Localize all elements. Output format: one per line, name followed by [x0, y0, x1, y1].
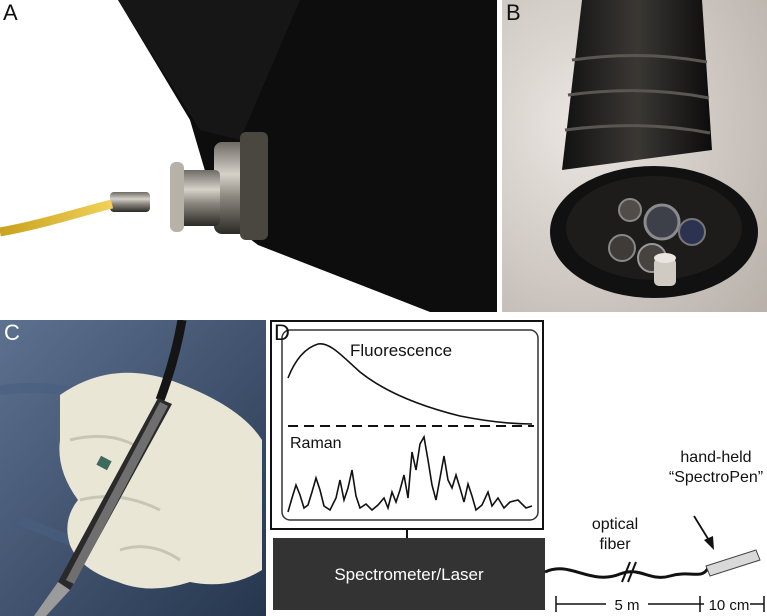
panel-c-image [0, 320, 266, 616]
fiber-length-label: 5 m [614, 597, 639, 614]
spectropen-label-line1: hand-held [680, 449, 751, 466]
pen-length-label: 10 cm [709, 597, 750, 614]
spectrometer-laser-label: Spectrometer/Laser [334, 565, 484, 584]
panel-label-d: D [274, 320, 290, 345]
optical-fiber [544, 567, 710, 579]
fiber-tip [110, 192, 150, 212]
spectrometer-laser-box [273, 538, 545, 610]
raman-label: Raman [290, 435, 342, 452]
connector-barrel [176, 170, 220, 226]
lens-1 [618, 198, 642, 222]
panel-label-b: B [506, 0, 521, 25]
panel-a-image [0, 0, 497, 312]
pen-cable [155, 320, 187, 402]
spectropen-label-line2: “SpectroPen” [669, 469, 763, 486]
panel-a-photo: A [0, 0, 497, 312]
monitor-screen [281, 329, 539, 521]
panel-label-a: A [3, 0, 18, 25]
fluorescence-curve [287, 343, 533, 425]
glove [59, 372, 262, 589]
panel-b-photo: B [502, 0, 767, 312]
panel-d-diagram: Fluorescence Raman Spectrometer/Laser op… [270, 320, 765, 614]
optical-fiber-label-line2: fiber [599, 536, 631, 553]
lens-2 [643, 203, 681, 241]
lens-4 [608, 234, 636, 262]
endoscope-shaft [562, 0, 712, 170]
panel-b-image [502, 0, 767, 312]
spectropen-arrow [693, 515, 711, 543]
probe-tip [654, 258, 676, 286]
panel-label-c: C [4, 320, 20, 345]
fiber-cable [0, 199, 114, 237]
spectropen-button [96, 455, 112, 471]
spectropen-schematic [705, 549, 761, 577]
optical-fiber-label-line1: optical [592, 516, 638, 533]
raman-spectrum [287, 434, 533, 513]
panel-c-photo: C [0, 320, 266, 616]
lens-3 [678, 218, 706, 246]
panel-d-schematic: Fluorescence Raman Spectrometer/Laser op… [270, 320, 767, 616]
fluorescence-label: Fluorescence [350, 341, 452, 360]
